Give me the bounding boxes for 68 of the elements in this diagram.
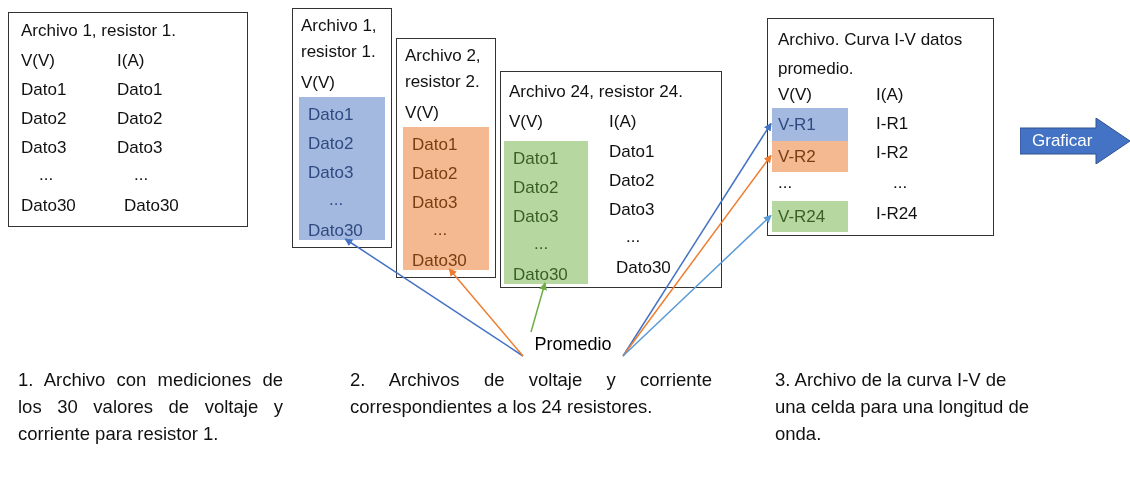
data-value: Dato30: [616, 257, 671, 279]
data-table-card: [396, 38, 496, 278]
highlighted-cell: V-R24: [772, 201, 848, 232]
highlighted-column: [403, 127, 489, 270]
table-heading: Archivo 2, resistor 2.: [405, 45, 482, 93]
data-value: ...: [778, 172, 793, 194]
data-value: Dato2: [412, 163, 458, 185]
data-value: ...: [534, 233, 549, 255]
data-value: ...: [39, 164, 54, 186]
data-value: I-R2: [876, 142, 909, 164]
data-value: I-R1: [876, 113, 909, 135]
data-value: Dato1: [609, 141, 655, 163]
data-value: Dato3: [308, 162, 354, 184]
data-value: ...: [626, 226, 641, 248]
data-value: Dato30: [21, 195, 76, 217]
data-value: Dato3: [609, 199, 655, 221]
data-table-card: [767, 18, 994, 236]
column-header: V(V): [301, 72, 335, 94]
arrow: [448, 268, 524, 357]
arrow: [622, 214, 772, 357]
data-value: Dato1: [308, 104, 354, 126]
data-value: Dato3: [21, 137, 67, 159]
arrow: [344, 238, 524, 357]
text-label: Promedio: [523, 332, 623, 356]
table-heading: Archivo. Curva I-V datos promedio.: [778, 29, 964, 80]
table-heading: Archivo 1, resistor 1.: [21, 20, 176, 42]
arrow-label: Graficar: [1032, 130, 1093, 152]
data-value: Dato2: [117, 108, 163, 130]
column-header: V(V): [778, 84, 812, 106]
caption-text: 1. Archivo con mediciones de los 30 valores de voltaje y corriente para resistor 1.: [18, 368, 283, 446]
data-value: Dato30: [412, 250, 467, 272]
highlighted-column: [504, 141, 588, 284]
column-header: I(A): [609, 111, 637, 133]
data-value: ...: [134, 164, 149, 186]
data-value: Dato2: [308, 133, 354, 155]
arrow: [530, 282, 547, 333]
data-value: I-R24: [876, 203, 918, 225]
table-heading: Archivo 1, resistor 1.: [301, 15, 378, 63]
data-table-card: [8, 12, 248, 227]
table-heading: Archivo 24, resistor 24.: [509, 81, 683, 103]
data-table-card: [292, 8, 392, 248]
data-value: Dato2: [609, 170, 655, 192]
highlighted-cell: V-R1: [772, 108, 848, 141]
data-value: Dato1: [412, 134, 458, 156]
data-value: Dato1: [513, 148, 559, 170]
caption-text: 3. Archivo de la curva I-V de una celda para una longitud de onda.: [775, 368, 1031, 446]
column-header: V(V): [21, 50, 55, 72]
column-header: V(V): [405, 102, 439, 124]
data-value: Dato30: [513, 264, 568, 286]
data-table-card: [500, 71, 722, 288]
data-value: Dato1: [117, 79, 163, 101]
column-header: V(V): [509, 111, 543, 133]
data-value: ...: [893, 172, 908, 194]
data-value: Dato3: [117, 137, 163, 159]
data-value: Dato1: [21, 79, 67, 101]
column-header: I(A): [876, 84, 904, 106]
data-value: Dato3: [412, 192, 458, 214]
highlighted-column: [299, 97, 385, 240]
data-value: Dato3: [513, 206, 559, 228]
data-value: Dato2: [513, 177, 559, 199]
column-header: I(A): [117, 50, 145, 72]
data-value: ...: [433, 219, 448, 241]
data-value: Dato30: [308, 220, 363, 242]
highlighted-cell: V-R2: [772, 141, 848, 172]
data-value: Dato30: [124, 195, 179, 217]
data-value: ...: [329, 189, 344, 211]
caption-text: 2. Archivos de voltaje y corriente correspondientes a los 24 resistores.: [350, 368, 712, 419]
data-value: Dato2: [21, 108, 67, 130]
